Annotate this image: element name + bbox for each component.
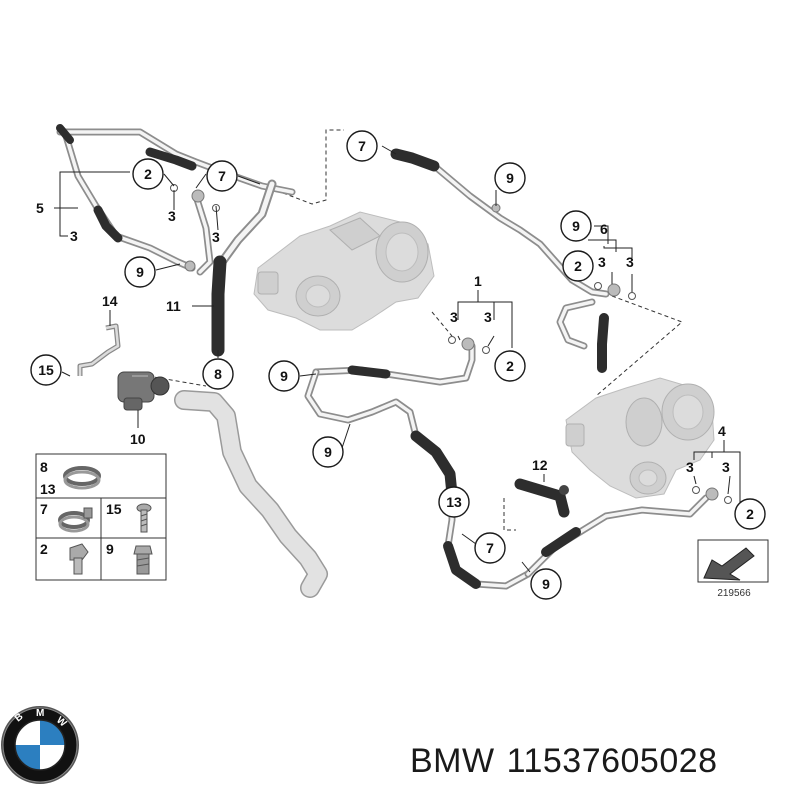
callout-7-b: 7 — [346, 130, 378, 162]
callout-9-f: 9 — [530, 568, 562, 600]
svg-text:2: 2 — [144, 166, 152, 182]
logo-lettering-m: M — [36, 708, 44, 719]
label-1: 1 — [474, 273, 482, 289]
hex-bolt-icon — [133, 545, 153, 575]
callout-2-b: 2 — [562, 250, 594, 282]
label-3-d: 3 — [598, 254, 606, 270]
callout-2-a: 2 — [132, 158, 164, 190]
callout-7-a: 7 — [206, 160, 238, 192]
label-4: 4 — [718, 423, 726, 439]
label-3-i: 3 — [722, 459, 730, 475]
turbocharger-upper-ghost — [253, 211, 435, 331]
coolant-pump-10 — [117, 371, 170, 411]
turbocharger-lower-ghost — [565, 377, 715, 499]
leader-lines — [54, 145, 741, 573]
hose-11 — [211, 179, 277, 357]
hose-10-light — [174, 390, 328, 598]
svg-text:2: 2 — [574, 258, 582, 274]
callout-9-e: 9 — [312, 436, 344, 468]
middle-coolant-pipe — [304, 336, 490, 500]
hose-12 — [514, 478, 570, 518]
svg-text:8: 8 — [214, 366, 222, 382]
legend-label-9: 9 — [106, 541, 114, 557]
svg-text:7: 7 — [486, 540, 494, 556]
diagram-id-box: 219566 — [697, 539, 769, 599]
part-number-caption: BMW 11537605028 — [410, 742, 730, 781]
bracket-14 — [77, 323, 121, 376]
svg-text:9: 9 — [572, 218, 580, 234]
svg-text:9: 9 — [280, 368, 288, 384]
legend-label-2: 2 — [40, 541, 48, 557]
label-5: 5 — [36, 200, 44, 216]
upper-right-coolant-pipe — [390, 148, 636, 373]
callout-9-d: 9 — [268, 360, 300, 392]
screw-icon — [136, 503, 152, 533]
label-3-e: 3 — [626, 254, 634, 270]
label-3-b: 3 — [168, 208, 176, 224]
label-10: 10 — [130, 431, 146, 447]
label-14: 14 — [102, 293, 118, 309]
label-3-c: 3 — [212, 229, 220, 245]
svg-text:9: 9 — [506, 170, 514, 186]
label-3-h: 3 — [686, 459, 694, 475]
upper-left-coolant-pipe — [56, 124, 296, 276]
banjo-bolt-icon — [69, 543, 89, 575]
legend-label-15: 15 — [106, 501, 122, 517]
bmw-logo: B M W — [1, 706, 79, 784]
callout-9-b: 9 — [494, 162, 526, 194]
callout-2-c: 2 — [494, 350, 526, 382]
svg-text:7: 7 — [218, 168, 226, 184]
svg-text:9: 9 — [136, 264, 144, 280]
hose-clamp-icon — [63, 466, 101, 490]
label-3-g: 3 — [484, 309, 492, 325]
label-11: 11 — [166, 298, 181, 314]
callout-13: 13 — [438, 486, 470, 518]
svg-text:2: 2 — [506, 358, 514, 374]
label-12: 12 — [532, 457, 548, 473]
callout-15: 15 — [30, 354, 62, 386]
svg-text:15: 15 — [38, 362, 54, 378]
svg-text:2: 2 — [746, 506, 754, 522]
label-3-f: 3 — [450, 309, 458, 325]
spring-clamp-icon — [58, 507, 93, 533]
arrow-icon — [703, 547, 755, 581]
caption-brand: BMW — [410, 742, 495, 780]
label-3-a: 3 — [70, 228, 78, 244]
callout-9-c: 9 — [560, 210, 592, 242]
callout-7-c: 7 — [474, 532, 506, 564]
label-6: 6 — [600, 221, 608, 237]
legend-label-8: 8 — [40, 459, 48, 475]
callout-8: 8 — [202, 358, 234, 390]
legend-label-7: 7 — [40, 501, 48, 517]
legend-label-13: 13 — [40, 481, 56, 497]
svg-text:7: 7 — [358, 138, 366, 154]
caption-part-number: 11537605028 — [506, 742, 718, 780]
diagram-number: 219566 — [717, 588, 751, 599]
callout-9-a: 9 — [124, 256, 156, 288]
callout-2-d: 2 — [734, 498, 766, 530]
svg-text:9: 9 — [324, 444, 332, 460]
lower-coolant-pipe — [443, 486, 732, 590]
parts-legend: 8 13 7 15 2 9 — [35, 453, 167, 581]
svg-text:13: 13 — [446, 494, 462, 510]
svg-text:9: 9 — [542, 576, 550, 592]
